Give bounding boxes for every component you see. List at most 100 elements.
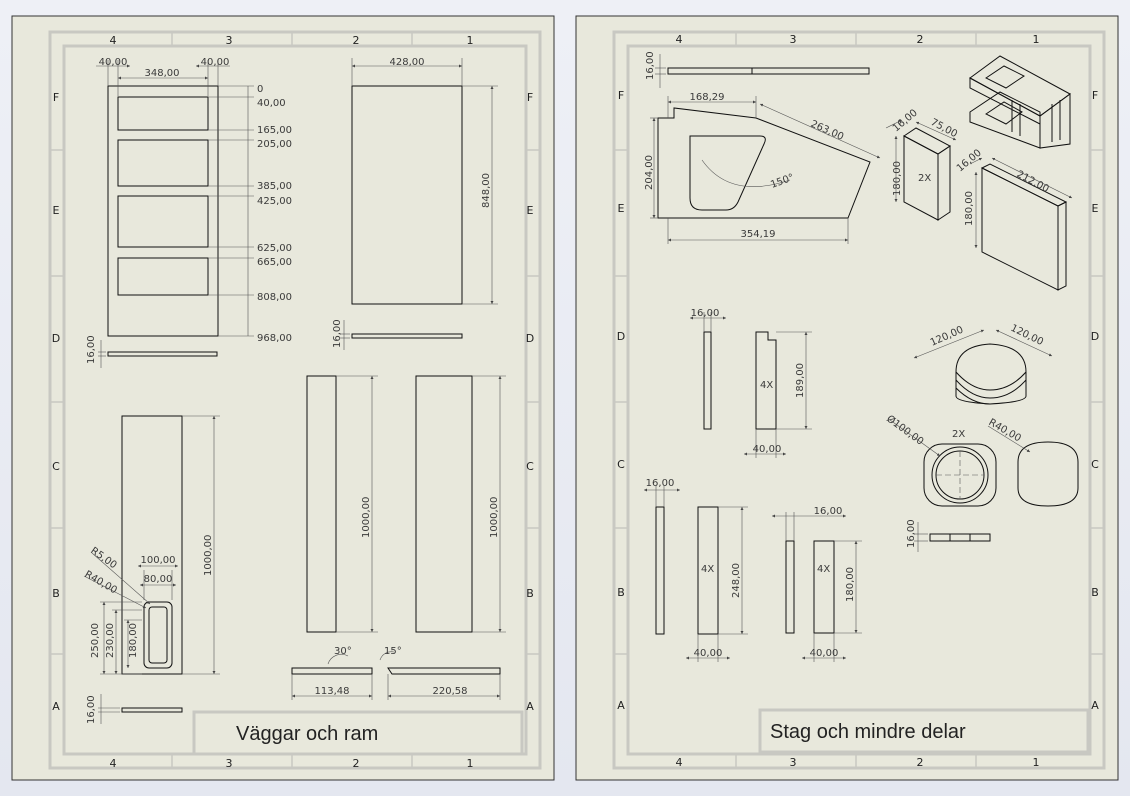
dim-40: 40,00 (257, 98, 286, 109)
col-label-4-s2: 4 (676, 33, 683, 46)
qty-2x-block: 2X (918, 173, 931, 184)
sheet-border-outer-2 (612, 30, 1106, 770)
row-label-b-s2: B (617, 586, 625, 599)
qty-4x-strut-b: 4X (701, 564, 714, 575)
row-label-e-right: E (527, 204, 534, 217)
sheet-walls-and-frame: 4 3 2 1 4 3 2 1 F E D C B A F E D C B A … (11, 15, 555, 781)
col-label-4-s2-bottom: 4 (676, 756, 683, 769)
sheet-title: Väggar och ram (236, 723, 378, 745)
row-label-a-s2: A (617, 699, 625, 712)
sheet-border-inner-2 (626, 44, 1092, 756)
row-label-b: B (52, 587, 60, 600)
dim-16-front: 16,00 (86, 335, 97, 364)
dim-40-strut-b: 40,00 (694, 648, 723, 659)
dim-205: 205,00 (257, 139, 292, 150)
dim-113: 113,48 (315, 686, 350, 697)
sheet-paper (11, 15, 555, 781)
col-label-4-bottom: 4 (110, 757, 117, 770)
col-label-3-s2-bottom: 3 (790, 756, 797, 769)
row-label-c-right: C (526, 460, 534, 473)
row-label-f-s2-right: F (1092, 89, 1098, 102)
dim-808: 808,00 (257, 292, 292, 303)
dim-100: 100,00 (141, 555, 176, 566)
col-label-1: 1 (467, 34, 474, 47)
col-label-1-s2-bottom: 1 (1033, 756, 1040, 769)
row-label-d-s2: D (617, 330, 625, 343)
dim-425: 425,00 (257, 196, 292, 207)
bracket-assembly-iso-view (969, 55, 1071, 149)
foot-edge (929, 533, 991, 542)
dim-16-strip: 16,00 (645, 51, 656, 80)
dim-165: 165,00 (257, 125, 292, 136)
row-label-e-s2-right: E (1092, 202, 1099, 215)
dim-40-strut-a: 40,00 (753, 444, 782, 455)
dim-80: 80,00 (144, 574, 173, 585)
sheet-border-outer (48, 30, 542, 770)
row-label-e-s2: E (618, 202, 625, 215)
row-label-e: E (53, 204, 60, 217)
side-panel-edge (121, 707, 183, 713)
col-label-2-bottom: 2 (353, 757, 360, 770)
dim-16-strut-b: 16,00 (646, 478, 675, 489)
dim-204: 204,00 (644, 155, 655, 190)
dim-180-strut-c: 180,00 (845, 567, 856, 602)
dim-385: 385,00 (257, 181, 292, 192)
row-label-d-s2-right: D (1091, 330, 1099, 343)
dim-16-back: 16,00 (332, 319, 343, 348)
dim-16-strut-c: 16,00 (814, 506, 843, 517)
strut-c-view: 16,00 4X 180,00 40,00 (772, 506, 862, 662)
sheet-braces-and-small-parts: 4 3 2 1 4 3 2 1 F E D C B A F E D C B A … (575, 15, 1119, 781)
col-label-2-s2: 2 (917, 33, 924, 46)
back-panel-view: 428,00 848,00 16,00 (332, 57, 498, 350)
dim-15deg: 15° (384, 646, 402, 657)
dim-665: 665,00 (257, 257, 292, 268)
strut-b-view: 16,00 4X 248,00 40,00 (644, 478, 748, 662)
title-block (192, 710, 524, 756)
dim-16-foot: 16,00 (906, 519, 917, 548)
back-panel-edge (351, 333, 463, 339)
col-label-2: 2 (353, 34, 360, 47)
dim-40-left: 40,00 (99, 57, 128, 68)
row-label-c: C (52, 460, 60, 473)
col-label-4: 4 (110, 34, 117, 47)
dim-180-block: 180,00 (892, 161, 903, 196)
row-label-d-right: D (526, 332, 534, 345)
col-label-3-s2: 3 (790, 33, 797, 46)
row-label-f: F (53, 91, 59, 104)
dim-30deg: 30° (334, 646, 352, 657)
frame-piece-left-view: 1000,00 30° 113,48 (291, 375, 378, 700)
dim-180: 180,00 (128, 623, 139, 658)
col-label-1-bottom: 1 (467, 757, 474, 770)
dim-180-panel: 180,00 (964, 191, 975, 226)
dim-625: 625,00 (257, 243, 292, 254)
row-label-a-s2-right: A (1091, 699, 1099, 712)
dim-250: 250,00 (90, 623, 101, 658)
dim-16-side: 16,00 (86, 695, 97, 724)
row-label-b-s2-right: B (1091, 586, 1099, 599)
qty-2x-foot: 2X (952, 429, 965, 440)
row-label-b-right: B (526, 587, 534, 600)
thin-strip-view: 16,00 (645, 51, 870, 88)
dim-1000-frame-a: 1000,00 (361, 497, 372, 538)
col-label-3: 3 (226, 34, 233, 47)
dim-248: 248,00 (731, 563, 742, 598)
dim-428: 428,00 (390, 57, 425, 68)
dim-0: 0 (257, 84, 263, 95)
front-panel-edge (107, 351, 218, 357)
dim-848: 848,00 (481, 173, 492, 208)
row-label-a: A (52, 700, 60, 713)
dim-220: 220,58 (433, 686, 468, 697)
row-label-d: D (52, 332, 60, 345)
col-label-3-bottom: 3 (226, 757, 233, 770)
row-label-c-s2-right: C (1091, 458, 1099, 471)
col-label-2-s2-bottom: 2 (917, 756, 924, 769)
strut-a-view: 16,00 4X 189,00 40,00 (690, 308, 812, 458)
row-label-f-s2: F (618, 89, 624, 102)
dim-168: 168,29 (690, 92, 725, 103)
dim-1000-frame-b: 1000,00 (489, 497, 500, 538)
front-panel-view: 40,00 348,00 40,00 0 40,00 165,00 205,00… (86, 57, 292, 368)
sheet-paper-2 (575, 15, 1119, 781)
row-label-a-right: A (526, 700, 534, 713)
dim-1000-side: 1000,00 (203, 535, 214, 576)
